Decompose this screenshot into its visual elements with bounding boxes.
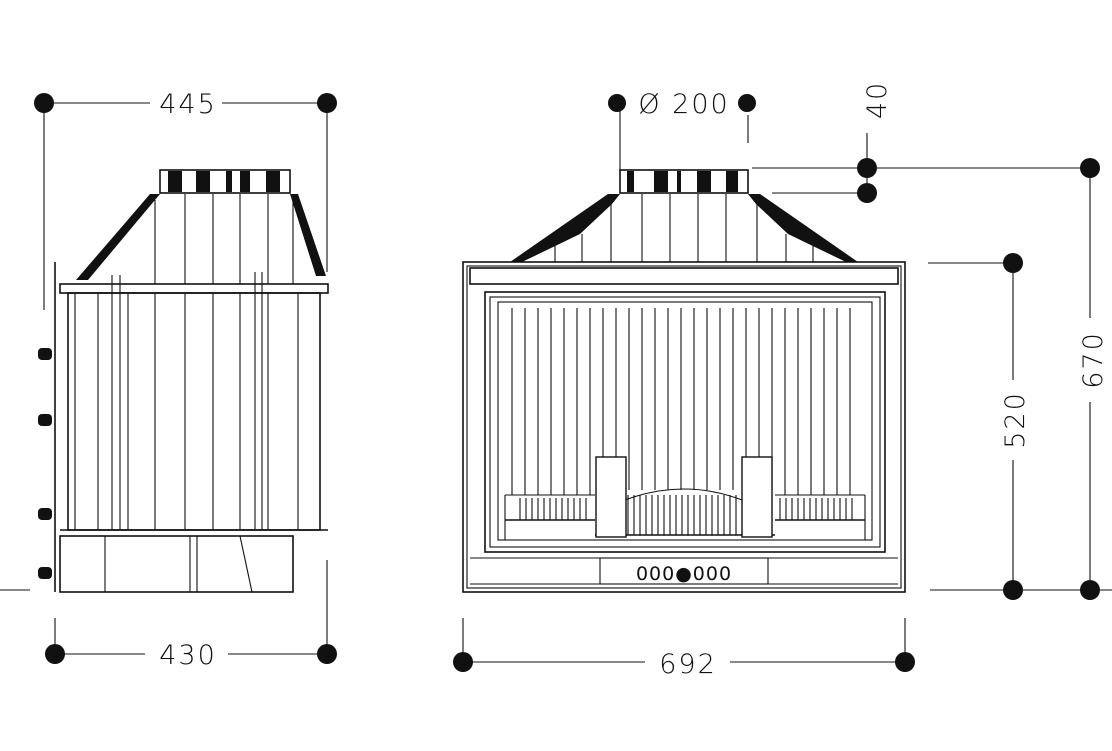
dimension-label-430: 430 [159, 640, 217, 671]
dimension-label-670: 670 [1078, 331, 1109, 389]
knob-icon [38, 414, 52, 426]
control-panel: 000●000 [599, 557, 769, 585]
dimension-label-445: 445 [159, 89, 217, 120]
control-label: 000●000 [636, 563, 732, 585]
grate-arch [624, 488, 743, 501]
dimension-label-520: 520 [1000, 391, 1031, 449]
dimension-label-diameter: Ø 200 [638, 89, 729, 120]
dimension-692: 692 [453, 618, 915, 680]
dimension-670: 670 [1078, 158, 1109, 600]
front-frame [462, 261, 906, 593]
hearth-outline [504, 495, 866, 541]
andiron-left [595, 456, 627, 538]
side-knobs [38, 348, 52, 579]
dimension-40: 40 [752, 81, 1090, 203]
dimension-430: 430 [45, 560, 337, 671]
dimension-445: 445 [34, 89, 337, 310]
side-view: 445 [0, 89, 337, 671]
front-hood [510, 169, 858, 262]
dimension-label-40: 40 [862, 81, 893, 119]
knob-icon [38, 508, 52, 520]
dimension-520: 520 [928, 253, 1112, 600]
andiron-right [741, 456, 773, 538]
dimension-flue-diameter: Ø 200 [608, 89, 756, 170]
side-body [54, 262, 329, 593]
knob-icon [38, 567, 52, 579]
knob-icon [38, 348, 52, 360]
firebox-interior [504, 308, 866, 541]
hearth-base [505, 519, 865, 536]
dimension-label-692: 692 [659, 649, 717, 680]
side-hood [76, 169, 326, 284]
front-view: Ø 200 40 [453, 81, 1112, 680]
